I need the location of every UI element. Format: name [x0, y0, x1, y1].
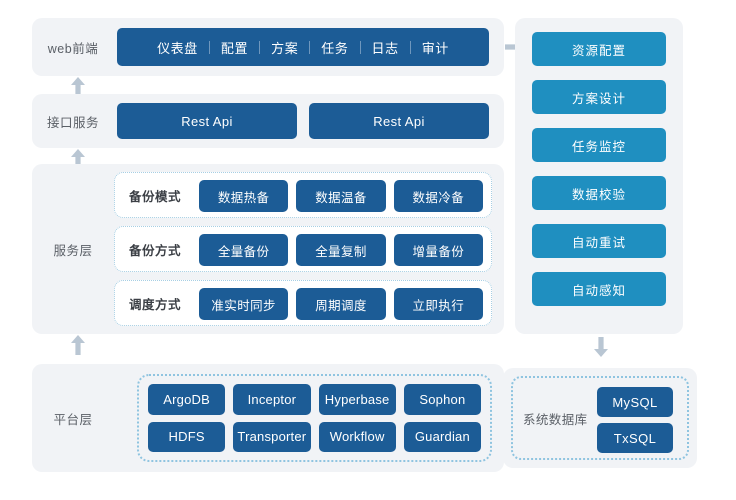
system-database-panel: 系统数据库 MySQL TxSQL	[503, 368, 697, 468]
platform-item-hdfs[interactable]: HDFS	[148, 421, 226, 452]
layer-interface-service: 接口服务 Rest Api Rest Api	[32, 94, 504, 148]
layer-label-service: 服务层	[53, 243, 93, 258]
arrow-up-icon-platform-to-service	[68, 334, 88, 356]
nav-item-log[interactable]: 日志	[371, 40, 399, 56]
service-category-scheduling-method: 调度方式	[129, 297, 182, 312]
layer-service: 服务层 备份模式 数据热备 数据温备 数据冷备 备份方式 全量备份 全量复制 增…	[32, 164, 504, 334]
feature-item-task-monitor[interactable]: 任务监控	[532, 128, 666, 162]
service-item-periodic-schedule[interactable]: 周期调度	[296, 288, 386, 320]
nav-separator	[208, 40, 210, 54]
nav-item-dashboard[interactable]: 仪表盘	[157, 40, 198, 56]
service-item-incremental-backup[interactable]: 增量备份	[393, 234, 483, 266]
platform-component-grid: ArgoDB Inceptor Hyperbase Sophon HDFS Tr…	[148, 384, 481, 452]
layer-platform: 平台层 ArgoDB Inceptor Hyperbase Sophon HDF…	[32, 364, 504, 472]
service-item-cold-backup[interactable]: 数据冷备	[393, 180, 483, 212]
arrow-up-icon-service-to-api	[68, 148, 88, 168]
arrow-down-icon-features-to-sysdb	[591, 336, 611, 358]
nav-separator	[409, 40, 411, 54]
service-items-scheduling-method: 准实时同步 周期调度 立即执行	[199, 288, 483, 320]
feature-item-plan-design[interactable]: 方案设计	[532, 80, 666, 114]
nav-item-audit[interactable]: 审计	[421, 40, 449, 56]
service-group-backup-method: 备份方式 全量备份 全量复制 增量备份	[114, 226, 492, 272]
platform-item-guardian[interactable]: Guardian	[403, 421, 481, 452]
feature-item-data-verification[interactable]: 数据校验	[532, 176, 666, 210]
service-item-full-backup[interactable]: 全量备份	[199, 234, 289, 266]
service-group-scheduling-method: 调度方式 准实时同步 周期调度 立即执行	[114, 280, 492, 326]
layer-label-web-frontend: web前端	[47, 41, 99, 56]
platform-component-group: ArgoDB Inceptor Hyperbase Sophon HDFS Tr…	[137, 374, 492, 462]
sysdb-item-mysql[interactable]: MySQL	[597, 387, 673, 417]
arrow-up-icon-api-to-web	[68, 76, 88, 96]
feature-item-auto-retry[interactable]: 自动重试	[532, 224, 666, 258]
nav-item-plan[interactable]: 方案	[271, 40, 299, 56]
feature-list: 资源配置 方案设计 任务监控 数据校验 自动重试 自动感知	[532, 32, 666, 306]
service-item-full-replication[interactable]: 全量复制	[296, 234, 386, 266]
platform-item-sophon[interactable]: Sophon	[403, 384, 481, 415]
rest-api-box-1[interactable]: Rest Api	[117, 103, 297, 139]
service-items-backup-method: 全量备份 全量复制 增量备份	[199, 234, 483, 266]
nav-separator	[359, 40, 361, 54]
rest-api-box-2[interactable]: Rest Api	[309, 103, 489, 139]
nav-separator	[309, 40, 311, 54]
platform-item-argodb[interactable]: ArgoDB	[148, 384, 226, 415]
service-item-immediate-execution[interactable]: 立即执行	[393, 288, 483, 320]
feature-item-auto-sensing[interactable]: 自动感知	[532, 272, 666, 306]
platform-item-transporter[interactable]: Transporter	[233, 421, 311, 452]
layer-web-frontend: web前端 仪表盘 配置 方案 任务 日志 审计	[32, 18, 504, 76]
service-group-backup-mode: 备份模式 数据热备 数据温备 数据冷备	[114, 172, 492, 218]
nav-item-task[interactable]: 任务	[321, 40, 349, 56]
service-items-backup-mode: 数据热备 数据温备 数据冷备	[199, 180, 483, 212]
layer-label-interface-service: 接口服务	[46, 115, 99, 130]
service-category-backup-method: 备份方式	[129, 243, 182, 258]
service-item-warm-backup[interactable]: 数据温备	[296, 180, 386, 212]
feature-panel: 资源配置 方案设计 任务监控 数据校验 自动重试 自动感知	[515, 18, 683, 334]
platform-item-workflow[interactable]: Workflow	[318, 421, 396, 452]
service-category-backup-mode: 备份模式	[129, 189, 182, 204]
service-item-near-realtime-sync[interactable]: 准实时同步	[199, 288, 289, 320]
sysdb-item-txsql[interactable]: TxSQL	[597, 423, 673, 453]
feature-item-resource-config[interactable]: 资源配置	[532, 32, 666, 66]
web-nav-bar: 仪表盘 配置 方案 任务 日志 审计	[117, 28, 489, 66]
platform-item-inceptor[interactable]: Inceptor	[233, 384, 311, 415]
nav-item-config[interactable]: 配置	[220, 40, 249, 56]
nav-separator	[259, 40, 261, 54]
system-database-group: 系统数据库 MySQL TxSQL	[511, 376, 689, 460]
system-database-label: 系统数据库	[523, 412, 588, 427]
layer-label-platform: 平台层	[53, 412, 93, 427]
service-item-hot-backup[interactable]: 数据热备	[199, 180, 289, 212]
platform-item-hyperbase[interactable]: Hyperbase	[318, 384, 396, 415]
system-database-list: MySQL TxSQL	[597, 387, 673, 453]
